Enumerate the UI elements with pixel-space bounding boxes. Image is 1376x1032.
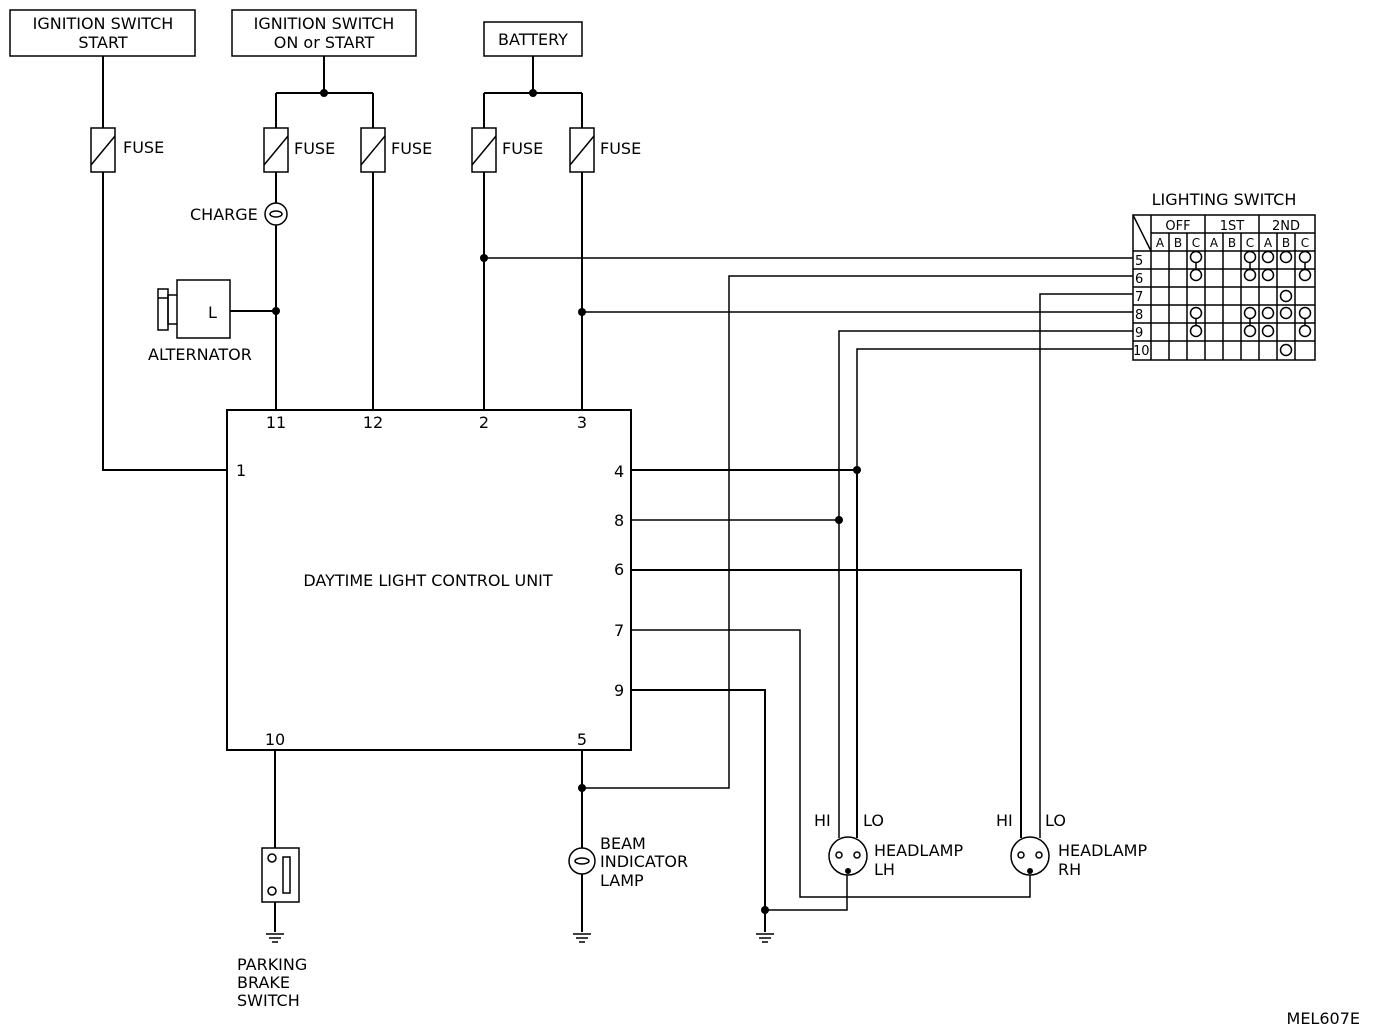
headlamp-rh-hi: HI	[996, 811, 1013, 830]
pin-11: 11	[266, 413, 286, 432]
fuse-ign-on-right: FUSE	[360, 127, 432, 173]
ign-start-line1: IGNITION SWITCH	[33, 14, 174, 33]
charge-label: CHARGE	[190, 205, 258, 224]
beam-indicator-line2: INDICATOR	[600, 852, 688, 871]
ign-on-line1: IGNITION SWITCH	[254, 14, 395, 33]
fuse-label: FUSE	[391, 139, 432, 158]
headlamp-lh-label-line2: LH	[874, 860, 895, 879]
switch-pos-a: A	[1264, 236, 1273, 250]
control-unit-label: DAYTIME LIGHT CONTROL UNIT	[303, 571, 553, 590]
switch-pos-b: B	[1174, 236, 1182, 250]
pin-1: 1	[236, 461, 246, 480]
parking-brake-line2: BRAKE	[237, 973, 290, 992]
headlamp-lh-hi: HI	[814, 811, 831, 830]
alternator: L ALTERNATOR	[148, 279, 276, 364]
ignition-switch-on-box: IGNITION SWITCH ON or START	[231, 9, 417, 57]
switch-row-6: 6	[1135, 272, 1143, 287]
switch-pos-b: B	[1282, 236, 1290, 250]
switch-contacts	[1189, 250, 1312, 357]
switch-pos-c: C	[1301, 236, 1309, 250]
switch-pos-b: B	[1228, 236, 1236, 250]
switch-pos-a: A	[1210, 236, 1219, 250]
switch-row-7: 7	[1135, 290, 1143, 305]
pin-2: 2	[479, 413, 489, 432]
figure-code: MEL607E	[1287, 1009, 1360, 1028]
pin-5: 5	[577, 730, 587, 749]
fuse-ign-start: FUSE	[90, 127, 164, 173]
switch-pos-a: A	[1156, 236, 1165, 250]
battery-label: BATTERY	[498, 30, 568, 49]
headlamp-lh-label-line1: HEADLAMP	[874, 841, 963, 860]
parking-brake-line1: PARKING	[237, 955, 307, 974]
beam-indicator-line3: LAMP	[600, 871, 644, 890]
ign-start-line2: START	[78, 33, 128, 52]
fuse-label: FUSE	[123, 138, 164, 157]
headlamp-rh: HI LO HEADLAMP RH	[996, 811, 1147, 879]
battery-box: BATTERY	[483, 21, 583, 57]
ground-parking-brake-icon	[266, 933, 284, 943]
headlamp-lh-lo: LO	[863, 811, 884, 830]
headlamp-rh-label-line2: RH	[1058, 860, 1081, 879]
fuse-label: FUSE	[502, 139, 543, 158]
switch-pos-c: C	[1246, 236, 1254, 250]
pin-12: 12	[363, 413, 383, 432]
pin-3: 3	[577, 413, 587, 432]
parking-brake-line3: SWITCH	[237, 991, 300, 1010]
fuse-label: FUSE	[294, 139, 335, 158]
pin-7: 7	[614, 621, 624, 640]
beam-indicator-lamp: BEAM INDICATOR LAMP	[568, 834, 688, 890]
pin-8: 8	[614, 511, 624, 530]
switch-group-1st: 1ST	[1220, 219, 1245, 234]
ground-headlamps-icon	[756, 933, 774, 943]
headlamp-lh: HI LO HEADLAMP LH	[814, 811, 963, 879]
fuse-battery-left: FUSE	[471, 127, 543, 173]
fuse-ign-on-left: FUSE	[263, 127, 335, 173]
fuse-label: FUSE	[600, 139, 641, 158]
switch-group-2nd: 2ND	[1272, 219, 1300, 234]
switch-row-5: 5	[1135, 254, 1143, 269]
lighting-switch-title: LIGHTING SWITCH	[1152, 190, 1297, 209]
alternator-label: ALTERNATOR	[148, 345, 252, 364]
pin-9: 9	[614, 681, 624, 700]
top-wiring	[102, 56, 583, 128]
charge-lamp: CHARGE	[190, 172, 288, 410]
switch-row-8: 8	[1135, 308, 1143, 323]
ign-on-line2: ON or START	[274, 33, 375, 52]
beam-indicator-line1: BEAM	[600, 834, 646, 853]
switch-pos-c: C	[1192, 236, 1200, 250]
pin-10: 10	[265, 730, 285, 749]
parking-brake-switch: PARKING BRAKE SWITCH	[237, 847, 307, 1010]
daytime-light-control-unit: DAYTIME LIGHT CONTROL UNIT 1 11 12 2 3 4…	[226, 409, 632, 751]
alternator-terminal-l: L	[208, 303, 217, 322]
lighting-switch-table: LIGHTING SWITCH OFF 1ST 2ND A B C A B C …	[1132, 190, 1316, 361]
pin-4: 4	[614, 462, 624, 481]
switch-group-off: OFF	[1165, 219, 1190, 234]
headlamp-rh-lo: LO	[1045, 811, 1066, 830]
ground-beam-indicator-icon	[573, 933, 591, 943]
pin-6: 6	[614, 560, 624, 579]
switch-row-10: 10	[1133, 344, 1150, 359]
switch-row-9: 9	[1135, 326, 1143, 341]
fuse-battery-right: FUSE	[569, 127, 641, 173]
headlamp-rh-label-line1: HEADLAMP	[1058, 841, 1147, 860]
main-wires	[102, 172, 1133, 932]
ignition-switch-start-box: IGNITION SWITCH START	[9, 9, 196, 57]
